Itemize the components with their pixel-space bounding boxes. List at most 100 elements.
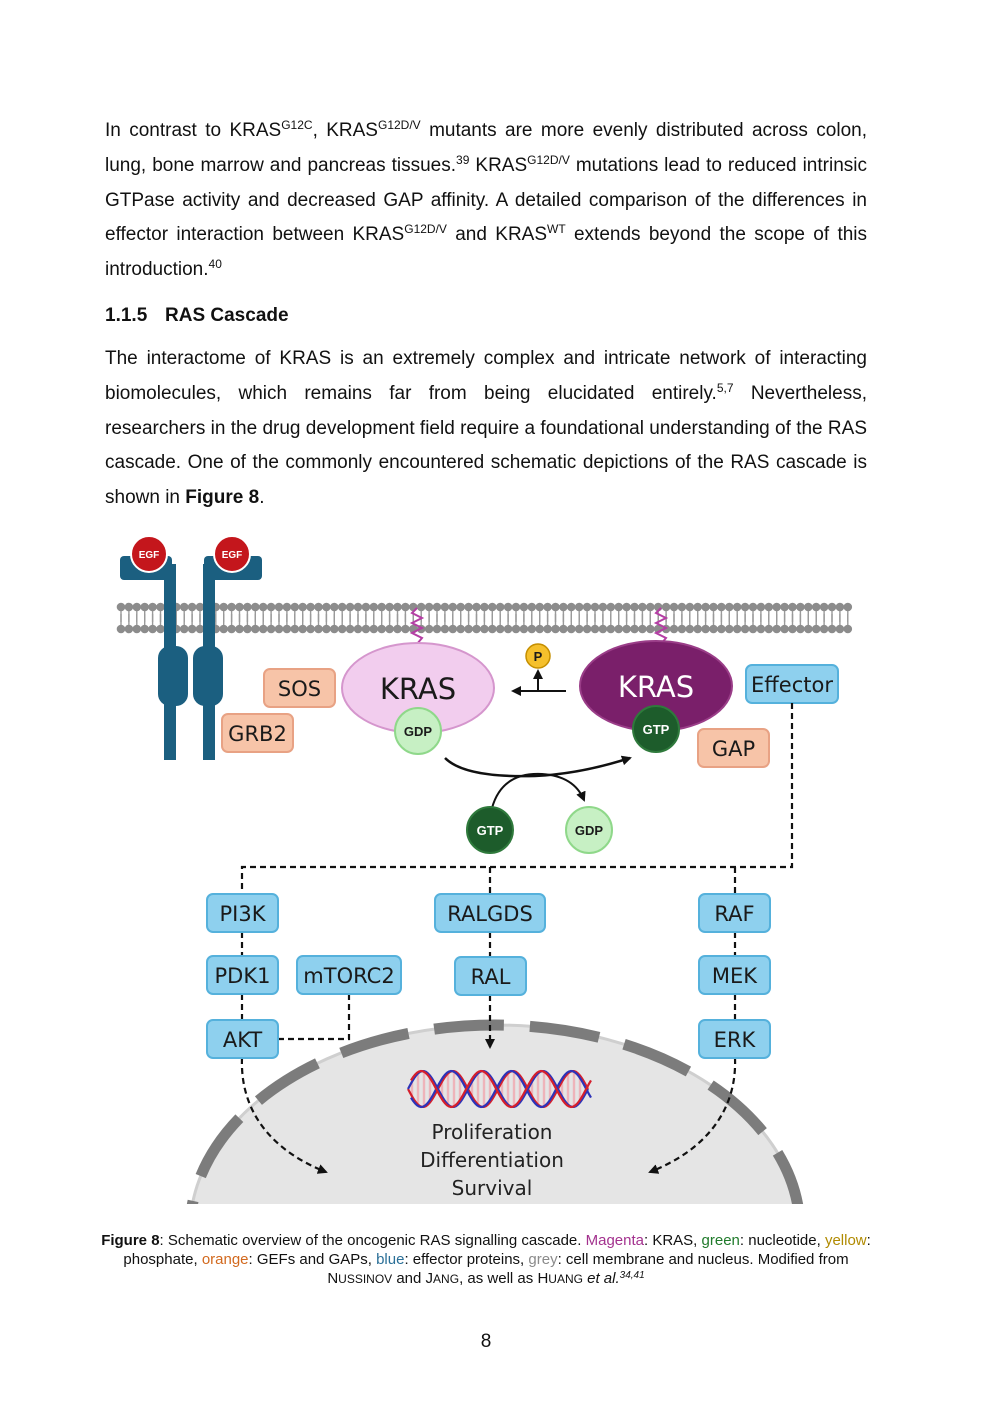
nucleotide-exchange-arrow [444,755,632,809]
author-name-smallcaps: ANG [433,1272,460,1286]
kras-active-label: KRAS [618,670,694,704]
author-name-smallcaps: UANG [548,1272,583,1286]
cell-membrane [116,602,853,634]
caption-label: Figure 8 [101,1232,160,1249]
section-number: 1.1.5 [105,305,148,326]
outcome-survival: Survival [452,1176,533,1200]
gtp-label: GTP [643,722,670,737]
ralgds-label: RALGDS [447,902,533,926]
ral-box: RAL [454,956,527,996]
text-run: mutants are more evenly distributed acro… [105,120,867,176]
gtp-bound: GTP [632,705,680,753]
mek-label: MEK [712,964,758,988]
caption-color-magenta: Magenta [585,1232,644,1249]
akt-label: AKT [223,1028,263,1052]
text-run: extends beyond the scope of this introdu… [105,224,868,281]
raf-box: RAF [698,893,771,933]
pi3k-box: PI3K [206,893,279,933]
author-name: N [327,1270,339,1287]
caption-color-blue: blue [376,1251,405,1268]
outcome-proliferation: Proliferation [432,1120,553,1144]
gap-box: GAP [697,728,770,768]
phosphate: P [525,643,551,669]
superscript: G12C [281,118,313,132]
text-run: KRAS [469,154,528,176]
superscript: G12D/V [377,118,421,132]
citation-ref: 34,41 [619,1270,645,1281]
signalling-lines [240,703,794,1174]
phosphate-label: P [534,649,543,664]
akt-box: AKT [206,1019,279,1059]
caption-text: , as well as [459,1270,538,1287]
text-run: The interactome of KRAS is an extremely … [105,348,867,404]
cascade-paragraph: The interactome of KRAS is an extremely … [105,342,867,516]
section-title: RAS Cascade [165,305,289,326]
outcome-differentiation: Differentiation [420,1148,564,1172]
lipid-anchor [409,607,425,645]
lipid-anchor [653,607,669,645]
grb2-box: GRB2 [221,713,294,753]
kras-inactive: KRAS [341,642,495,734]
erk-label: ERK [714,1028,757,1052]
raf-label: RAF [714,902,754,926]
ras-cascade-figure: EGF EGF SOS GRB2 KRAS GDP P KRAS GTP [116,535,853,1204]
caption-text: : effector proteins, [404,1251,529,1268]
gdp-label: GDP [575,823,604,838]
citation-ref: 40 [208,257,222,272]
text-run: , KRAS [312,120,378,141]
gtp-label: GTP [477,823,504,838]
text-run: In contrast to KRAS [105,120,282,141]
egf-label: EGF [139,550,160,561]
pdk1-box: PDK1 [206,955,279,995]
gdp-label: GDP [404,724,433,739]
section-heading: 1.1.5 RAS Cascade [105,305,289,327]
caption-color-grey: grey [528,1251,558,1268]
text-run: mutations lead to reduced intrinsic GTPa… [105,154,867,246]
mek-box: MEK [698,955,771,995]
text-run: . [259,487,265,509]
caption-text: : phosphate, [123,1232,871,1268]
caption-color-yellow: yellow [824,1232,867,1249]
mtorc2-box: mTORC2 [296,955,402,995]
gtp-free: GTP [466,806,514,854]
egf-ligand: EGF [130,535,168,573]
pdk1-label: PDK1 [215,964,271,988]
egf-label: EGF [222,550,243,561]
phosphate-release-arrow [511,669,566,696]
caption-color-orange: orange [201,1251,249,1268]
egf-receptor [120,556,262,760]
nucleus [186,1019,804,1204]
mtorc2-label: mTORC2 [303,964,394,988]
erk-box: ERK [698,1019,771,1059]
superscript: WT [547,222,566,237]
et-al: et al. [587,1270,620,1287]
caption-text: : cell membrane and nucleus. Modified fr… [557,1251,849,1268]
figure-caption: Figure 8: Schematic overview of the onco… [100,1231,872,1289]
ralgds-box: RALGDS [434,893,546,933]
intro-paragraph: In contrast to KRASG12C, KRASG12D/V muta… [105,114,867,288]
text-run: and KRAS [446,224,548,246]
gap-label: GAP [712,737,755,761]
effector-label: Effector [751,673,833,697]
caption-text: : nucleotide, [739,1232,825,1249]
pi3k-label: PI3K [220,902,267,926]
gdp-free: GDP [565,806,613,854]
superscript: G12D/V [404,222,447,237]
superscript: G12D/V [527,152,570,167]
kras-inactive-label: KRAS [380,672,456,706]
caption-text: : GEFs and GAPs, [248,1251,377,1268]
effector-box: Effector [745,664,839,704]
dna-double-helix-icon [407,1069,592,1109]
sos-label: SOS [278,677,321,701]
text-run: Nevertheless, researchers in the drug de… [105,382,867,509]
author-name: J [425,1270,434,1287]
grb2-label: GRB2 [228,722,287,746]
author-name: H [537,1270,549,1287]
caption-text: : Schematic overview of the oncogenic RA… [159,1232,586,1249]
page-number: 8 [480,1331,492,1352]
author-name-smallcaps: USSINOV [338,1272,393,1286]
figure-reference: Figure 8 [185,487,260,509]
egf-ligand: EGF [213,535,251,573]
sos-box: SOS [263,668,336,708]
caption-text: : KRAS, [643,1232,702,1249]
